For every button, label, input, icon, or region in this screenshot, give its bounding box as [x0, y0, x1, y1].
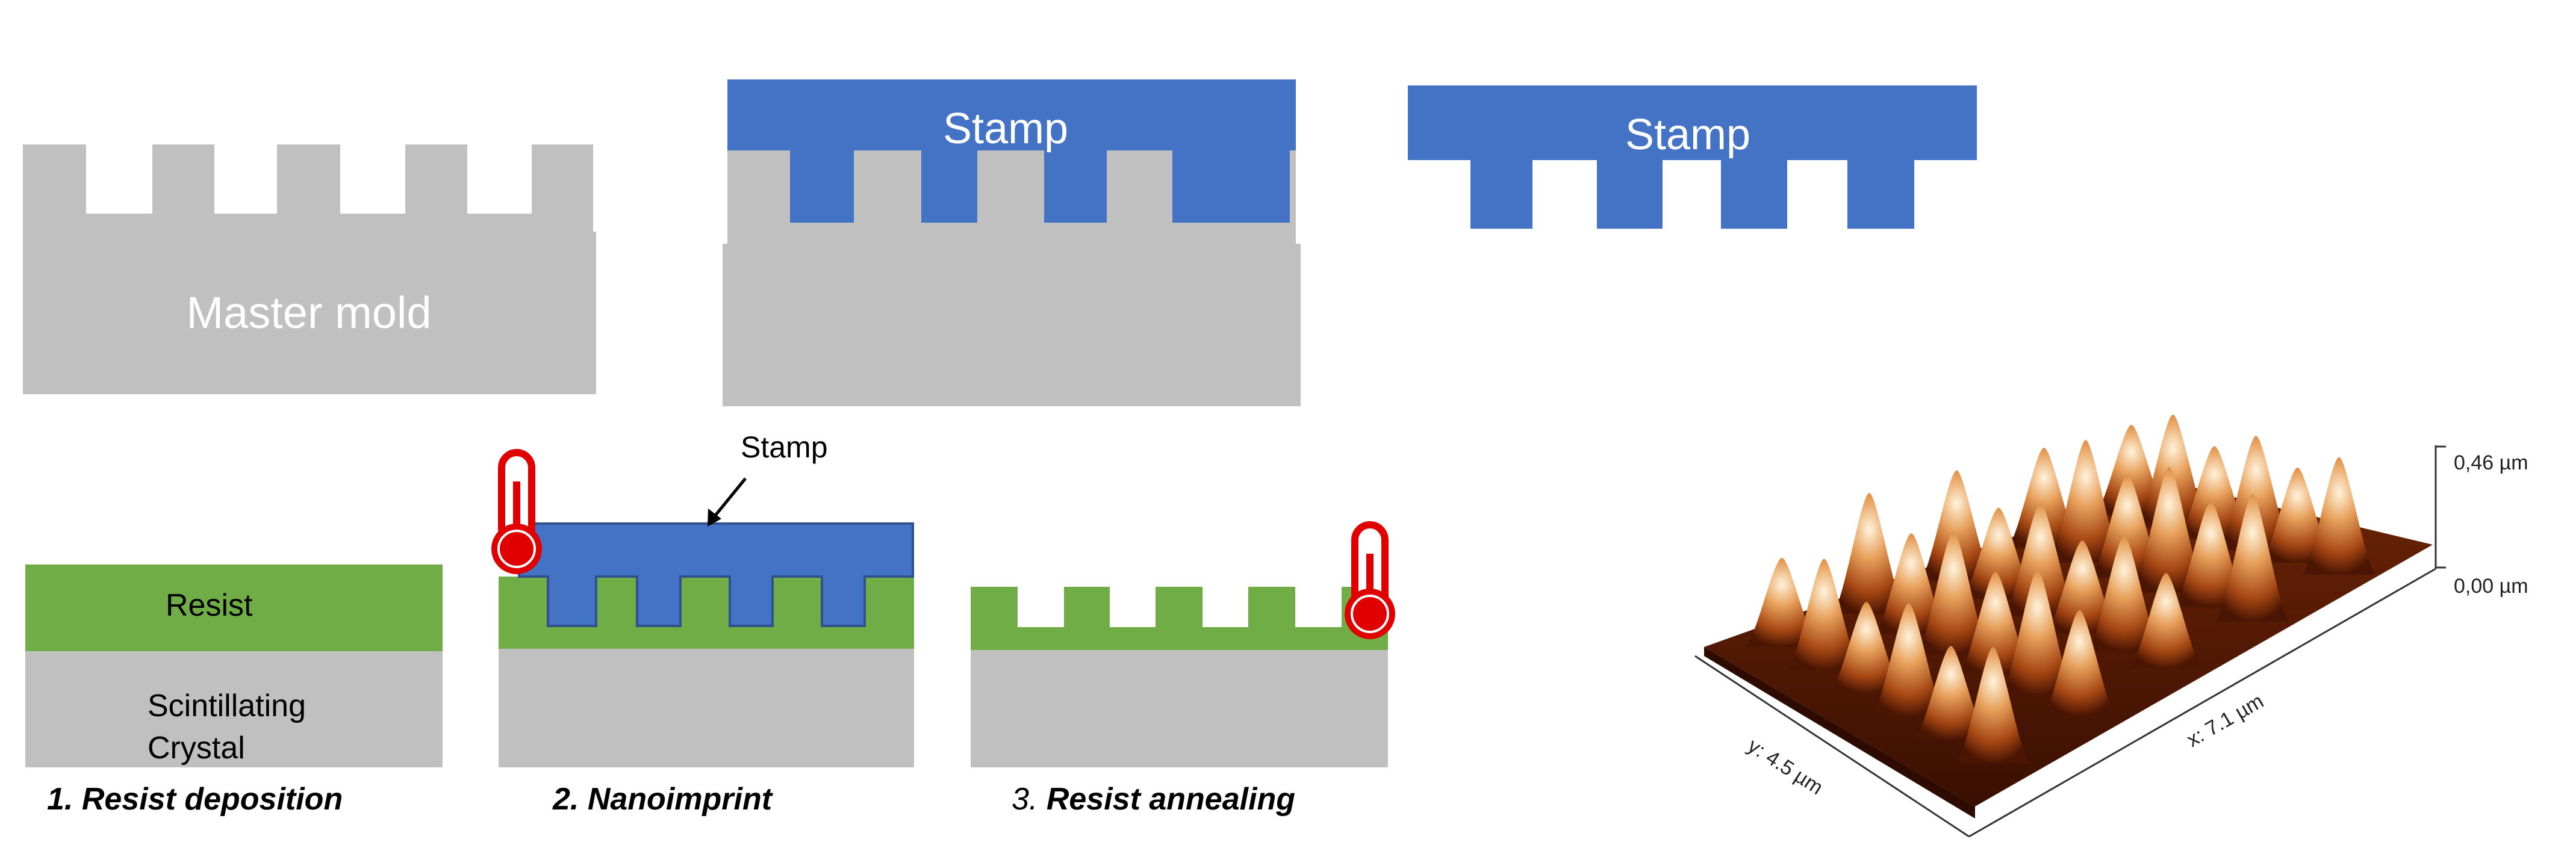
afm-peak — [1832, 493, 1907, 614]
afm-peak — [2045, 540, 2120, 634]
afm-z-min-label: 0,00 µm — [2454, 575, 2528, 598]
afm-peak — [1744, 558, 1820, 648]
afm-peak — [1958, 571, 2033, 675]
replication-stamp-label: Stamp — [943, 105, 1068, 153]
step3-resist — [971, 587, 1388, 650]
afm-peak — [2218, 436, 2294, 551]
afm-peak — [1874, 533, 1949, 635]
step2-pointer-label: Stamp — [741, 430, 828, 464]
afm-peak — [2048, 440, 2123, 563]
step3-resist-annealing: 3. Resist annealing — [971, 521, 1395, 817]
master-mold: Master mold — [23, 144, 596, 394]
step2-resist — [499, 577, 914, 649]
afm-peak — [2132, 467, 2207, 593]
step3-caption-text: Resist annealing — [1038, 782, 1295, 817]
afm-y-axis-label: y: 4.5 µm — [1744, 734, 1828, 799]
step1-resist-layer — [25, 565, 443, 651]
afm-y-axis-line — [1694, 655, 1970, 838]
thermometer-icon — [1345, 521, 1395, 639]
replication-assembly: Stamp — [723, 79, 1301, 406]
afm-peak — [1916, 531, 1991, 655]
replication-mold — [723, 150, 1301, 406]
step2-caption: 2. Nanoimprint — [552, 782, 774, 817]
step1-substrate — [25, 651, 443, 767]
stamp-only: Stamp — [1408, 85, 1977, 229]
thermometer-icon — [491, 449, 542, 574]
afm-topography: 0,46 µm 0,00 µm x: 7.1 µm y: 4.5 µm — [1694, 414, 2528, 838]
master-mold-body — [23, 144, 596, 394]
afm-x-axis-line — [1968, 568, 2436, 838]
step2-pointer-arrow — [712, 477, 747, 519]
afm-peak — [1787, 559, 1862, 670]
master-mold-label: Master mold — [186, 288, 431, 338]
afm-peak — [1913, 646, 1988, 740]
step2-pointer-arrowhead — [708, 509, 721, 527]
afm-peak — [1829, 602, 1904, 694]
afm-peak — [2301, 457, 2377, 575]
afm-peak — [2042, 610, 2117, 716]
afm-peak — [1871, 602, 1946, 717]
replication-stamp — [727, 79, 1296, 223]
afm-base-edge — [1704, 647, 1975, 818]
step1-resist-deposition: Resist Scintillating Crystal 1. Resist d… — [25, 565, 443, 817]
stamp-only-label: Stamp — [1625, 111, 1750, 159]
afm-x-axis-label: x: 7.1 µm — [2183, 690, 2268, 752]
afm-peak — [1961, 507, 2036, 599]
afm-peak — [1919, 470, 1994, 581]
step1-resist-label: Resist — [166, 588, 253, 623]
afm-peak — [2086, 536, 2162, 652]
step3-caption: 3. Resist annealing — [1012, 782, 1295, 817]
afm-peak — [2215, 494, 2290, 622]
step3-substrate — [971, 650, 1388, 767]
step2-nanoimprint: Stamp 2. Nanoimprint — [491, 430, 914, 817]
step1-substrate-line2: Crystal — [148, 731, 245, 766]
stamp-only-body — [1408, 85, 1977, 229]
step1-substrate-line1: Scintillating — [148, 688, 306, 723]
afm-peak — [2129, 573, 2204, 669]
afm-peak — [1955, 646, 2030, 763]
afm-peak — [2003, 503, 2078, 616]
step3-caption-number: 3. — [1012, 782, 1038, 817]
afm-peak — [2135, 414, 2210, 527]
afm-peak — [2000, 569, 2075, 696]
afm-peaks — [1744, 414, 2377, 763]
step1-caption: 1. Resist deposition — [47, 782, 343, 817]
afm-z-max-label: 0,46 µm — [2454, 451, 2528, 474]
step2-substrate — [499, 649, 914, 767]
step2-stamp — [518, 522, 914, 627]
